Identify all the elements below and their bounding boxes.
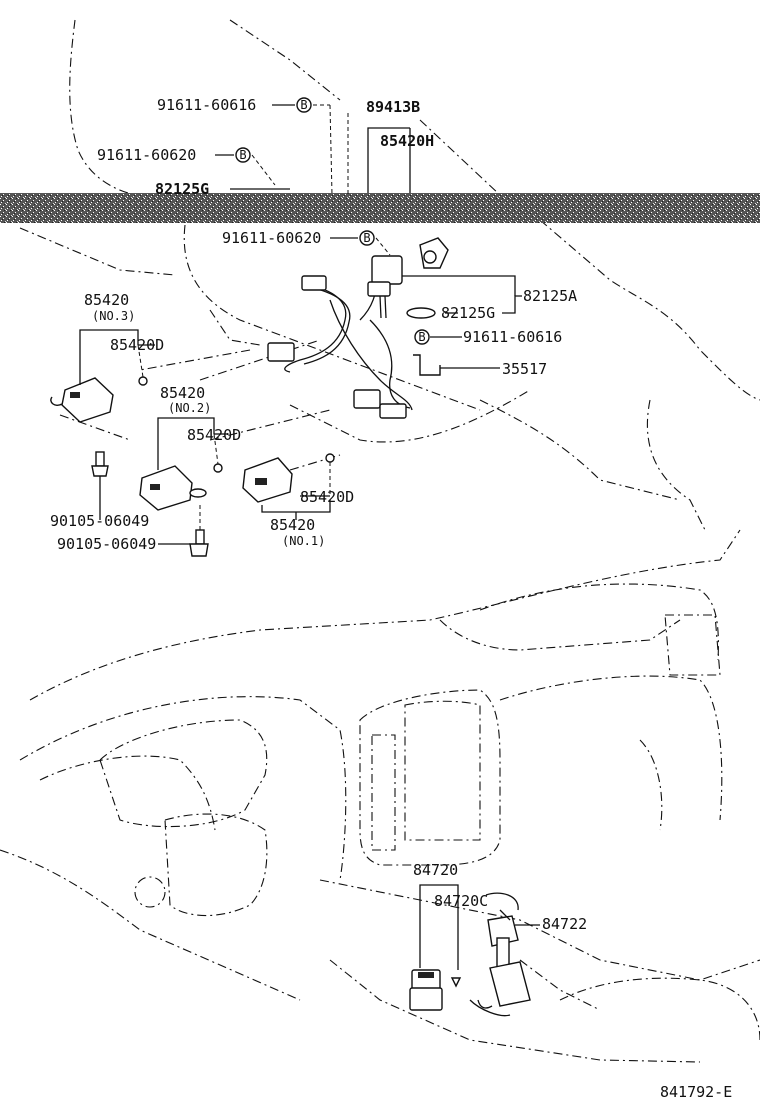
harness-connector-d: [379, 403, 407, 419]
socket-assembly: [367, 237, 449, 376]
badge-b-1: B: [296, 97, 312, 113]
callout-labels: 91611-60616 89413B 85420H 91611-60620 82…: [50, 96, 732, 1101]
wire-harness: [267, 269, 413, 419]
svg-text:B: B: [239, 148, 246, 162]
screw-a: [91, 451, 109, 520]
callout-85420h: 85420H: [380, 132, 434, 150]
callout-no3: (NO.3): [92, 309, 135, 323]
harness-connector-c: [353, 389, 381, 409]
harness-connector-b: [267, 342, 295, 362]
callout-90105-06049-b: 90105-06049: [57, 535, 156, 553]
badge-b-4: B: [414, 329, 430, 345]
badge-b-3: B: [359, 230, 375, 246]
console-switch: [409, 915, 531, 1017]
callout-no1: (NO.1): [282, 534, 325, 548]
svg-text:B: B: [300, 98, 307, 112]
callout-91611-60616-top: 91611-60616: [157, 96, 256, 114]
callout-84720: 84720: [413, 861, 458, 879]
bulb-85420d-no1: [325, 453, 335, 463]
bulb-85420d-no3: [138, 376, 148, 386]
callout-35517: 35517: [502, 360, 547, 378]
callout-91611-60620-mid: 91611-60620: [222, 229, 321, 247]
switch-no2: [139, 463, 223, 511]
callout-91611-60620-left: 91611-60620: [97, 146, 196, 164]
leader-lines: [79, 104, 540, 970]
callout-82125g-top: 82125G: [155, 180, 209, 198]
harness-connector-a: [301, 275, 327, 291]
section-cut-band: [0, 193, 760, 223]
callout-84722: 84722: [542, 915, 587, 933]
dashboard-outline: [0, 529, 760, 1063]
callout-85420-no1: 85420: [270, 516, 315, 534]
callout-91611-60616-mid: 91611-60616: [463, 328, 562, 346]
callout-82125g-mid: 82125G: [441, 304, 495, 322]
badge-b-2: B: [235, 147, 251, 163]
callout-85420d-no1: 85420D: [300, 488, 354, 506]
screw-b: [189, 505, 209, 557]
diagram-id: 841792-E: [660, 1083, 732, 1101]
callout-85420-no3: 85420: [84, 291, 129, 309]
callout-no2: (NO.2): [168, 401, 211, 415]
callout-84720c: 84720C: [434, 892, 488, 910]
callout-82125a: 82125A: [523, 287, 577, 305]
bulb-85420d-no2: [213, 463, 223, 473]
callout-90105-06049-a: 90105-06049: [50, 512, 149, 530]
callout-85420-no2: 85420: [160, 384, 205, 402]
svg-text:B: B: [418, 330, 425, 344]
switch-no3: [50, 376, 148, 423]
callout-89413b: 89413B: [366, 98, 420, 116]
callout-85420d-no2: 85420D: [187, 426, 241, 444]
callout-85420d-no3: 85420D: [110, 336, 164, 354]
svg-text:B: B: [363, 231, 370, 245]
